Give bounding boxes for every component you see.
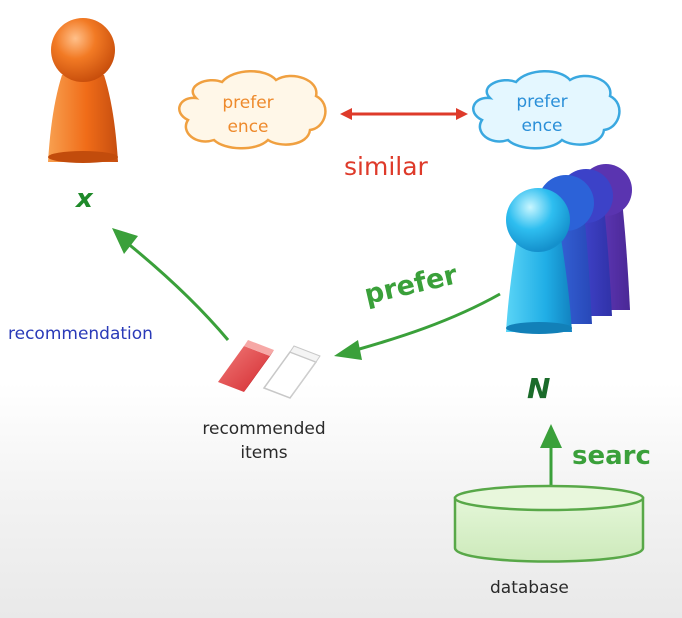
recommended-items-label: recommended items	[186, 417, 342, 465]
preference-cloud-left	[178, 70, 327, 150]
preference-right-line2: ence	[521, 116, 563, 136]
database-label: database	[490, 578, 569, 598]
user-x-label: x	[76, 184, 93, 214]
recommended-item-white	[262, 345, 321, 399]
preference-left-line2: ence	[227, 117, 269, 137]
preference-left-label: prefer ence	[186, 91, 310, 139]
search-label: searc	[572, 441, 651, 471]
person-group-icon	[506, 164, 632, 334]
search-arrow	[540, 424, 562, 490]
recommended-items-line1: recommended	[202, 419, 326, 439]
recommended-item-red	[218, 340, 274, 392]
recommended-items-line2: items	[240, 443, 288, 463]
similar-label: similar	[344, 152, 428, 181]
preference-right-label: prefer ence	[480, 90, 604, 138]
orange-person-icon	[48, 18, 118, 163]
preference-left-line1: prefer	[222, 93, 274, 113]
prefer-arrow	[334, 292, 501, 360]
preference-right-line1: prefer	[516, 92, 568, 112]
preference-cloud-right	[472, 70, 621, 150]
group-n-label: N	[527, 372, 551, 405]
database-icon	[453, 484, 645, 563]
recommendation-arrow	[112, 228, 230, 341]
recommendation-label: recommendation	[8, 324, 153, 344]
